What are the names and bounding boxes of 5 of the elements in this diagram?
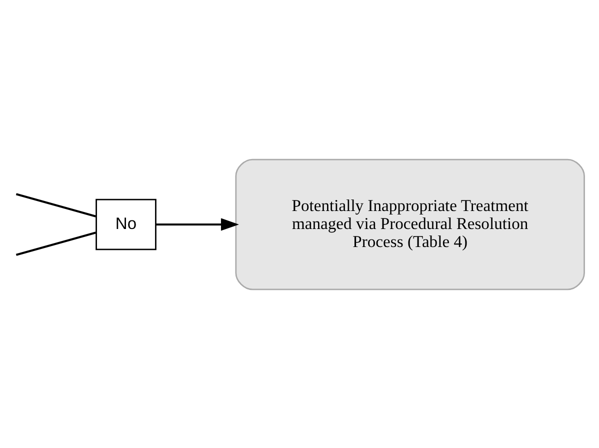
connector — [16, 231, 96, 256]
connector — [16, 192, 96, 217]
node-box: No — [96, 198, 156, 250]
node-box: Potentially Inappropriate Treatment managed via Procedural Resolution Process (Table 4) — [235, 158, 585, 290]
arrow — [156, 218, 239, 230]
